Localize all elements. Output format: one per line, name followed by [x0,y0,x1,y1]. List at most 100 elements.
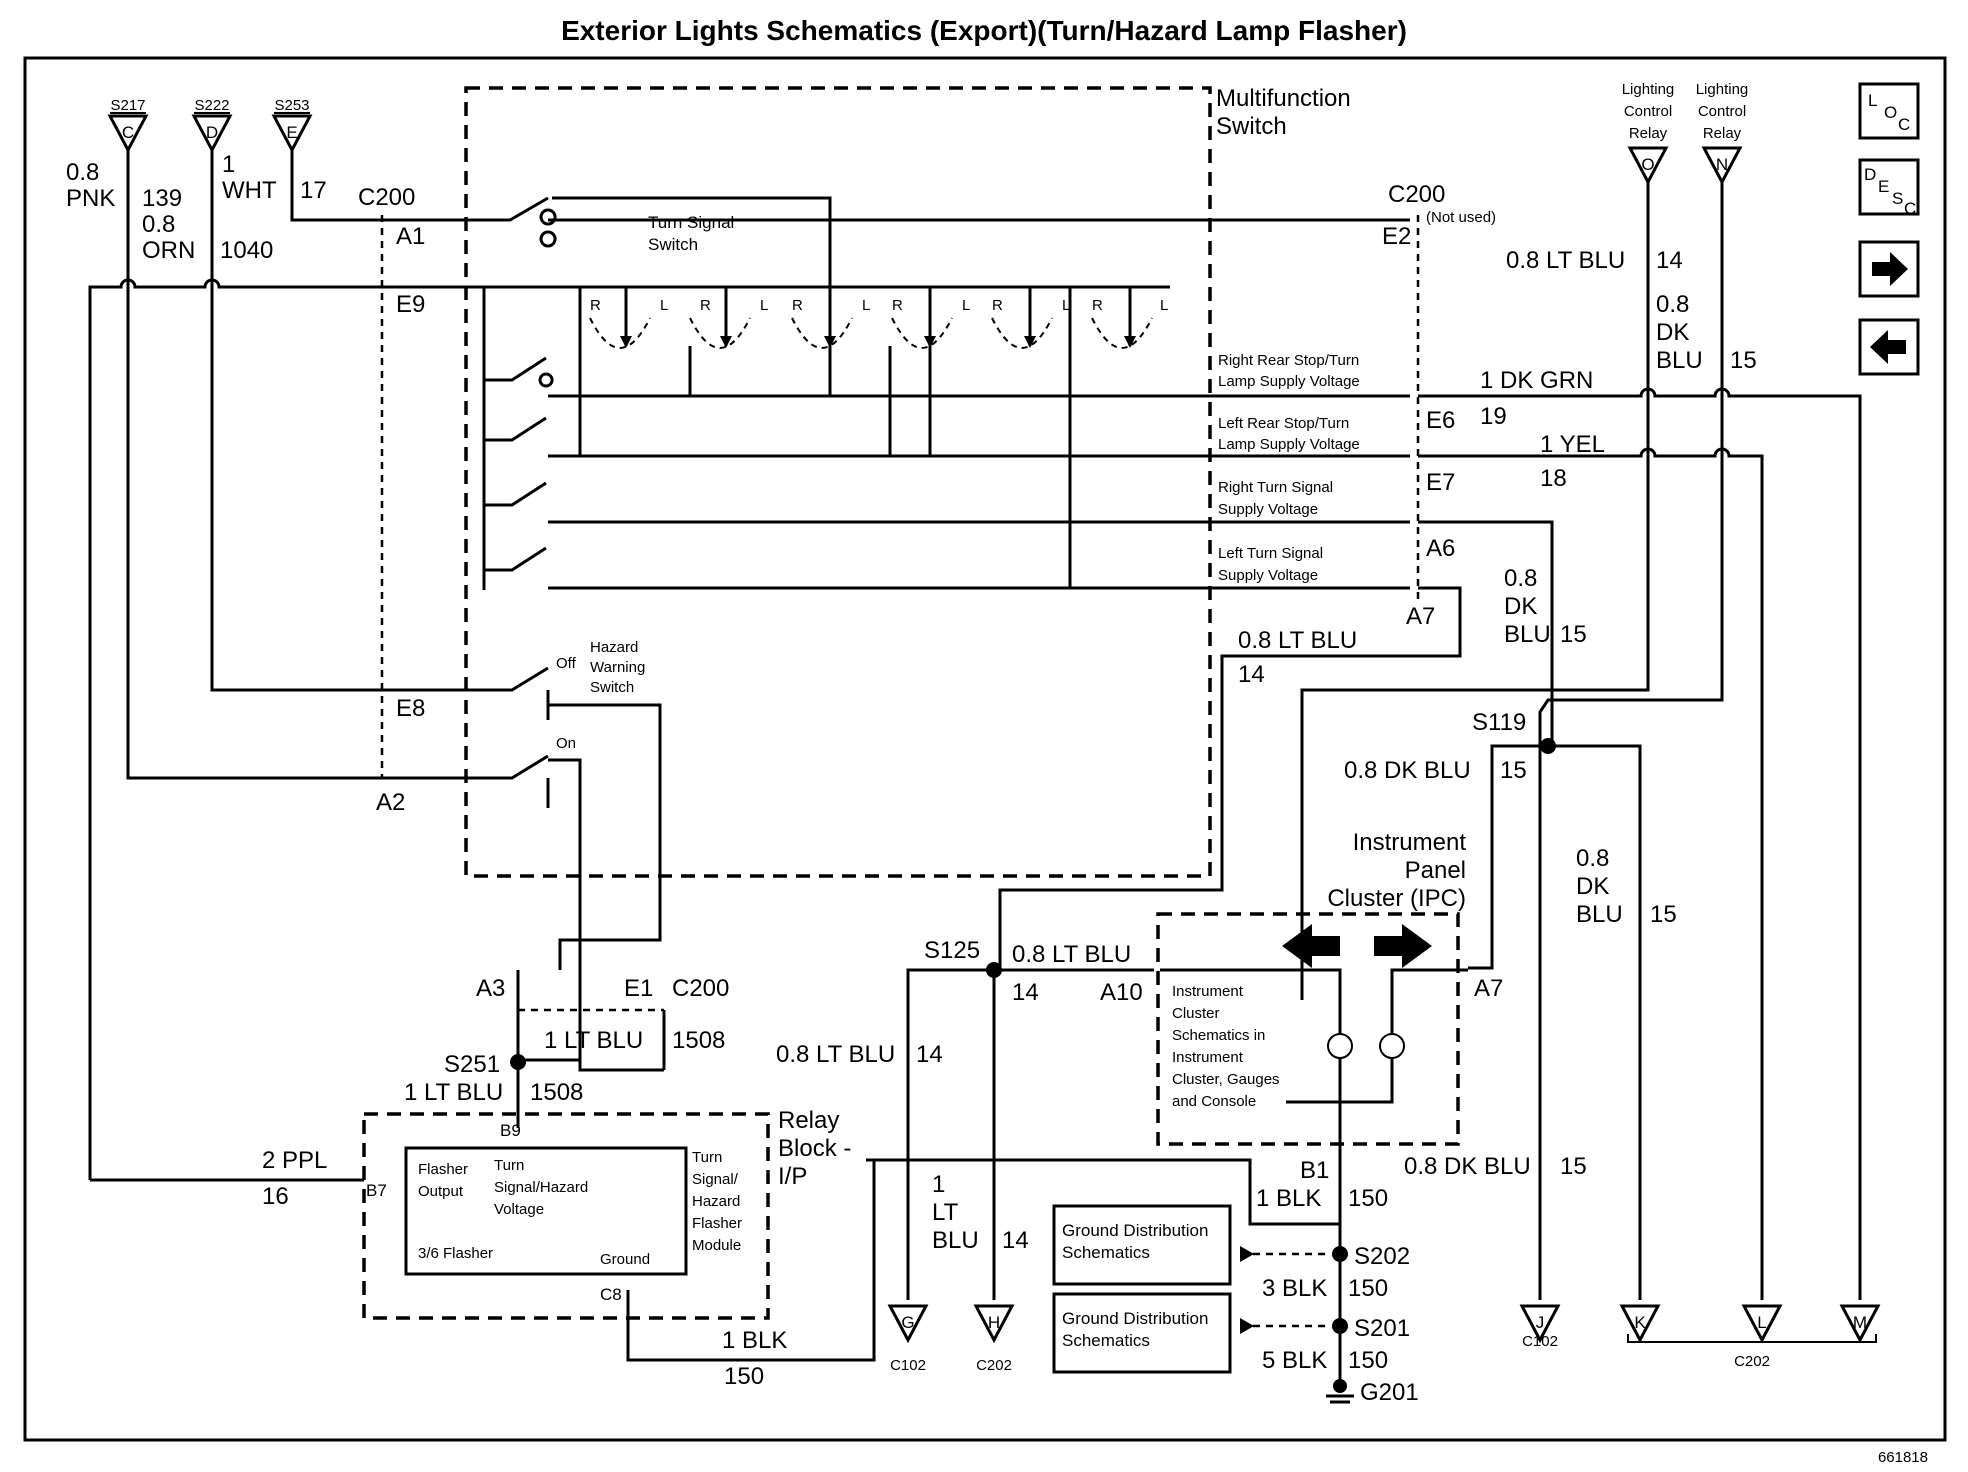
svg-text:L: L [1868,91,1877,110]
svg-text:0.8: 0.8 [1504,565,1537,592]
svg-text:L: L [862,297,870,314]
wire-15-relay-n [1538,182,1724,1300]
wire-label-15-s119-2: 15 [1500,757,1527,784]
wire-17 [290,150,388,222]
svg-text:15: 15 [1560,621,1587,648]
turn-signal-switch: Turn Signal Switch [388,196,832,287]
svg-text:Voltage: Voltage [494,1201,544,1218]
wire-14-left-turn [998,586,1462,970]
wire-19-dkgrn [1418,387,1862,1300]
pin-a2: A2 [376,789,405,816]
svg-text:Turn: Turn [494,1157,524,1174]
svg-text:O: O [1884,103,1897,122]
wire-14-relay-o [1300,182,1650,1000]
svg-text:Off: Off [556,655,577,672]
multifunction-switch-label-2: Switch [1216,113,1287,140]
svg-text:Control: Control [1698,103,1746,120]
svg-text:Lighting: Lighting [1622,81,1675,98]
svg-text:S222: S222 [194,97,229,114]
svg-text:3/6 Flasher: 3/6 Flasher [418,1245,493,1262]
wire-label-15-right: 0.8 DK BLU 15 [1576,845,1677,928]
wire-label-15-top: 0.8 DK BLU 15 [1656,291,1757,374]
pin-e8: E8 [396,695,425,722]
svg-text:K: K [1634,1313,1646,1332]
svg-text:B7: B7 [366,1181,387,1200]
wire-label-150-2: 150 [724,1363,764,1390]
svg-text:S: S [1892,189,1903,208]
lamp-contacts: R L R L R L R L R L [589,287,1168,349]
svg-text:D: D [1864,165,1876,184]
svg-text:ORN: ORN [142,237,195,264]
svg-text:L: L [660,297,668,314]
svg-text:L: L [962,297,970,314]
pin-e6: E6 [1426,407,1455,434]
svg-text:C102: C102 [1522,1333,1558,1350]
ground-distribution-box-1[interactable]: Ground Distribution Schematics [1052,1204,1232,1286]
wire-label-15-s119: 0.8 DK BLU [1344,757,1471,784]
svg-text:WHT: WHT [222,177,277,204]
switch-contacts [484,356,554,572]
ground-distribution-box-2[interactable]: Ground Distribution Schematics [1052,1292,1232,1374]
next-page-button[interactable] [1858,240,1920,298]
circuit-label-right-rear: Right Rear Stop/Turn [1218,352,1359,369]
svg-text:14: 14 [1002,1227,1029,1254]
svg-text:Switch: Switch [590,679,634,696]
connector-c200-bottom: C200 [672,975,729,1002]
svg-text:17: 17 [300,177,327,204]
svg-text:0.8: 0.8 [1656,291,1689,318]
wire-label-14-s125-2: 14 [1012,979,1039,1006]
prev-page-button[interactable] [1858,318,1920,376]
wire-label-14-down: 1 LT BLU 14 [932,1171,1029,1254]
svg-text:E: E [286,123,297,142]
connector-c200-right: C200 [1388,181,1445,208]
svg-text:Control: Control [1624,103,1672,120]
svg-text:L: L [760,297,768,314]
svg-text:1: 1 [932,1171,945,1198]
svg-text:Output: Output [418,1183,464,1200]
arrow-left-indicator-icon [1282,924,1340,968]
source-terminal-s253: S253 E [272,97,312,152]
multifunction-switch-box [464,86,1212,878]
wire-15-s119-down [1548,744,1642,1300]
source-terminal-s222: S222 D [192,97,232,152]
loc-button[interactable]: L O C [1858,82,1920,140]
multifunction-switch-label: Multifunction [1216,85,1351,112]
svg-text:0.8: 0.8 [66,159,99,186]
diagram-id: 661818 [1878,1449,1928,1466]
svg-text:Instrument: Instrument [1353,829,1467,856]
circuit-label-left-rear: Left Rear Stop/Turn [1218,415,1349,432]
wire-16-ppl [88,278,388,1180]
not-used-label: (Not used) [1426,209,1496,226]
flasher-module: Flasher Output Turn Signal/Hazard Voltag… [404,1146,742,1276]
svg-text:D: D [206,123,218,142]
wire-label-14-s125: 0.8 LT BLU [1012,941,1131,968]
wire-139 [126,150,388,780]
svg-text:and Console: and Console [1172,1093,1256,1110]
wire-150-relay-ground [626,1160,876,1362]
desc-button[interactable]: D E S C [1858,158,1920,218]
svg-text:N: N [1716,155,1728,174]
svg-text:Panel: Panel [1405,857,1466,884]
arrow-right-icon [1872,252,1908,286]
svg-text:C102: C102 [890,1357,926,1374]
diagram-frame [23,56,1947,1442]
pin-a6: A6 [1426,535,1455,562]
connector-l: L [1742,1304,1782,1342]
svg-text:Lighting: Lighting [1696,81,1749,98]
svg-text:C202: C202 [976,1357,1012,1374]
ground-g201: G201 [1326,1348,1419,1406]
svg-text:1: 1 [222,151,235,178]
wire-15-s119-left [1468,744,1548,970]
svg-text:S253: S253 [274,97,309,114]
lighting-control-relay-n: Lighting Control Relay N [1696,81,1749,184]
connector-j-c102: J C102 [1520,1304,1560,1350]
wire-label-1508-a: 1 LT BLU [544,1027,643,1054]
pin-b1: B1 [1300,1157,1329,1184]
svg-text:R: R [590,297,601,314]
wire-label-16-ppl: 2 PPL [262,1147,327,1174]
wire-label-14-left: 0.8 LT BLU [776,1041,895,1068]
svg-text:R: R [892,297,903,314]
wire-label-1508-b: 1 LT BLU [404,1079,503,1106]
svg-text:R: R [992,297,1003,314]
svg-text:BLU: BLU [1656,347,1703,374]
